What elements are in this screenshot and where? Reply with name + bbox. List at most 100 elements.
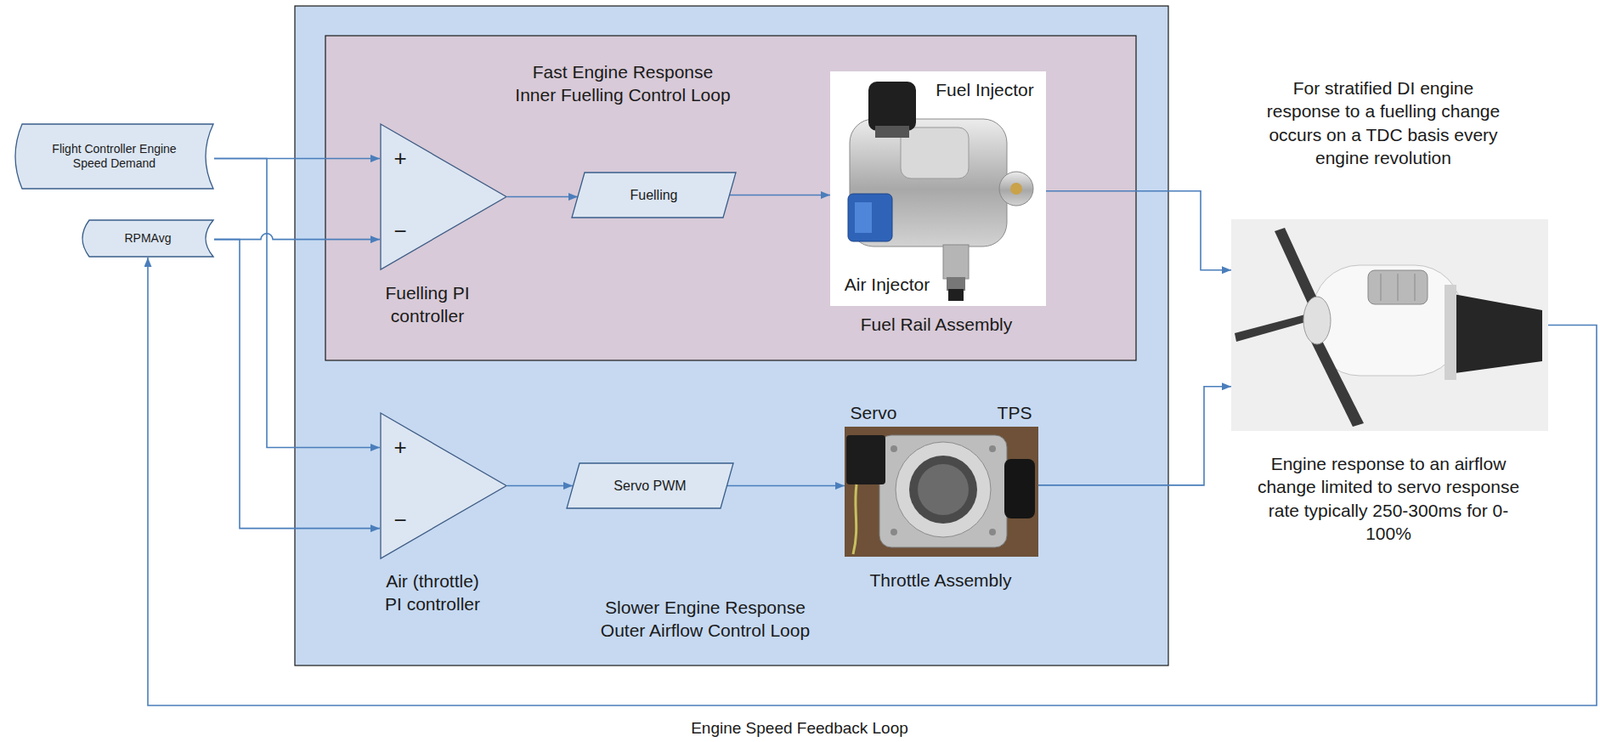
shape-outline [15, 124, 214, 189]
throttle-photo [846, 435, 886, 485]
input-label: RPMAvg [124, 231, 172, 246]
feedback-input-box: RPMAvg [81, 219, 215, 258]
controller-label: Air (throttle) PI controller [380, 569, 485, 617]
fuel-rail-photo [830, 71, 1046, 306]
controller-label: Fuelling PI controller [375, 281, 480, 328]
throttle-photo [1004, 458, 1035, 519]
engine-photo [1368, 270, 1428, 305]
engine-photo [1414, 273, 1416, 301]
engine-photo [1448, 293, 1543, 374]
outer-panel-fill [294, 5, 1169, 666]
throttle-photo [879, 435, 1007, 548]
fuel-rail-photo [1010, 182, 1023, 195]
connector-arrow [1045, 191, 1232, 271]
controller-label-box: Fuelling PI controller [375, 281, 480, 328]
signal-block: Fuelling [571, 171, 737, 219]
outer-panel-fill [294, 5, 1169, 666]
pi-controller: +−Fuelling PI controller [379, 123, 508, 271]
part-label: Fuel Injector [933, 78, 1036, 102]
shape-outline [566, 463, 734, 509]
signal-label: Fuelling [629, 186, 678, 204]
part-label-box: Fuel Injector [929, 78, 1041, 102]
throttle-photo [890, 445, 898, 453]
engine-photo [1231, 219, 1549, 431]
connector-arrow [729, 194, 831, 197]
part-label-box: Servo [835, 401, 912, 425]
shape-outline [380, 412, 507, 559]
panel-heading: Slower Engine Response Outer Airflow Con… [590, 595, 820, 643]
fuel-rail-photo [946, 277, 966, 291]
sign-symbol-box: − [387, 219, 413, 245]
connector-arrow [507, 196, 578, 198]
fuel-rail-photo [848, 193, 893, 242]
outer-loop-panel: Slower Engine Response Outer Airflow Con… [294, 5, 1169, 666]
sign-symbol-box: − [387, 508, 413, 534]
throttle-photo [989, 528, 996, 536]
sign-symbol: − [393, 219, 407, 245]
connector-arrow [147, 257, 1597, 706]
fuel-rail-photo [875, 125, 910, 138]
part-label: Air Injector [842, 272, 932, 296]
signal-block: Servo PWM [565, 462, 735, 509]
inner-panel-fill [325, 35, 1137, 361]
note-text-box: Engine response to an airflow change lim… [1255, 452, 1521, 545]
controller-label-box: Air (throttle) PI controller [380, 569, 485, 617]
throttle-photo [895, 441, 991, 538]
connector-arrow [1038, 386, 1232, 486]
engine-photo [1231, 219, 1549, 431]
engine-photo [1380, 273, 1382, 301]
sign-symbol: + [393, 146, 407, 172]
sign-symbol-box: + [387, 435, 413, 461]
shape-outline [571, 172, 736, 218]
sign-symbol-box: + [387, 146, 413, 172]
signal-label: Servo PWM [613, 477, 686, 494]
inner-loop-panel: Fast Engine Response Inner Fuelling Cont… [325, 35, 1137, 361]
engine-photo [1397, 273, 1399, 301]
part-label: Servo [850, 401, 898, 425]
engine-photo [1234, 314, 1309, 342]
throttle-photo [917, 463, 969, 515]
assembly-label-box: Fuel Rail Assembly [842, 312, 1030, 336]
fuel-rail-photo [854, 202, 872, 233]
throttle-photo [890, 528, 898, 536]
panel-heading: Fast Engine Response Inner Fuelling Cont… [513, 60, 734, 108]
note-text: For stratified DI engine response to a f… [1264, 76, 1503, 170]
fuel-rail-assembly: Fuel InjectorAir InjectorFuel Rail Assem… [830, 71, 1046, 306]
shape-outline [380, 124, 507, 270]
pi-controller: +−Air (throttle) PI controller [379, 412, 508, 560]
assembly-label: Throttle Assembly [870, 568, 1013, 592]
input-box: Flight Controller Engine Speed Demand [14, 123, 215, 190]
engine-photo [1444, 284, 1457, 380]
connector-arrow [507, 485, 573, 487]
edge-label: Engine Speed Feedback Loop [690, 718, 909, 738]
part-label-box: TPS [984, 401, 1045, 425]
throttle-photo [909, 455, 978, 524]
panel-heading-box: Slower Engine Response Outer Airflow Con… [590, 595, 820, 643]
fuel-rail-photo [948, 288, 964, 301]
edge-label-box: Engine Speed Feedback Loop [663, 718, 936, 738]
engine-photo [1312, 265, 1462, 376]
connector-arrow [214, 233, 380, 240]
fuel-rail-photo [830, 71, 1046, 306]
throttle-photo [989, 445, 996, 453]
part-label-box: Air Injector [838, 272, 937, 296]
note-text: Engine response to an airflow change lim… [1255, 452, 1521, 545]
fuel-rail-photo [900, 127, 969, 179]
note-text-box: For stratified DI engine response to a f… [1264, 76, 1503, 170]
fuel-rail-photo [943, 244, 969, 279]
throttle-photo [844, 426, 1039, 557]
panel-heading-box: Fast Engine Response Inner Fuelling Cont… [513, 60, 734, 108]
engine-photo [1303, 296, 1331, 345]
fuel-rail-photo [999, 171, 1034, 206]
sign-symbol: − [393, 508, 407, 534]
input-label: Flight Controller Engine Speed Demand [50, 141, 178, 171]
throttle-assembly: ServoTPSThrottle Assembly [844, 426, 1039, 557]
shape-outline [82, 220, 214, 257]
throttle-photo [853, 484, 857, 555]
part-label: TPS [997, 401, 1033, 425]
connector-arrow [214, 239, 380, 529]
connector-arrow [727, 485, 845, 487]
sign-symbol: + [393, 435, 407, 461]
assembly-label: Fuel Rail Assembly [860, 312, 1013, 336]
